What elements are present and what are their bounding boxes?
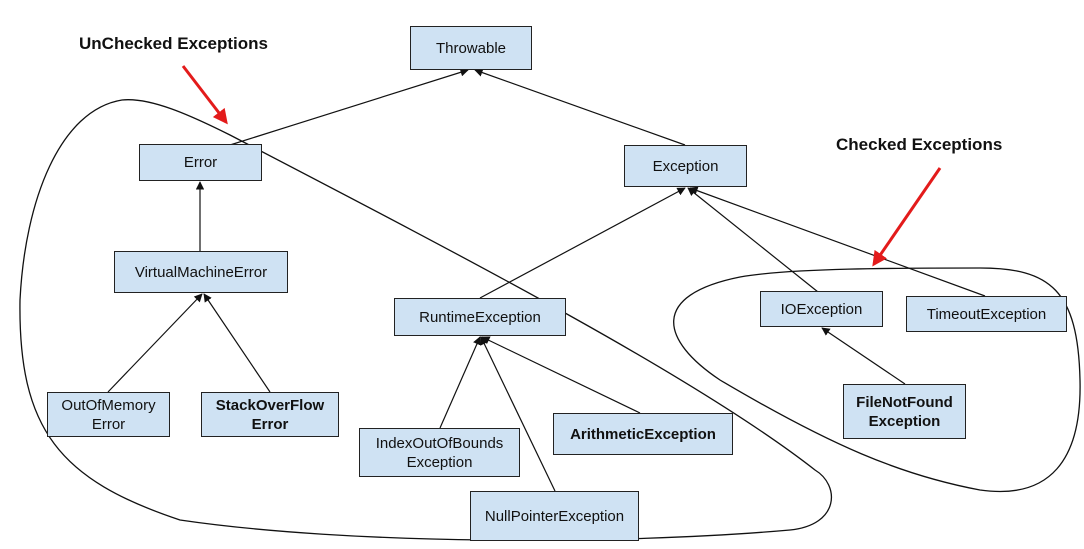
checked-pointer-arrow: [872, 167, 942, 267]
arrow-timeout-to-exception: [689, 186, 986, 297]
arrow-io-to-exception: [687, 187, 819, 293]
null-pointer-exception-node: NullPointerException: [470, 491, 639, 541]
unchecked-exceptions-heading: UnChecked Exceptions: [79, 34, 268, 53]
arithmetic-exception-node: ArithmeticException: [553, 413, 733, 455]
out-of-memory-error-node: OutOfMemory Error: [47, 392, 170, 437]
arrow-error-to-throwable: [229, 68, 469, 146]
index-out-of-bounds-exception-node: IndexOutOfBounds Exception: [359, 428, 520, 477]
unchecked-pointer-arrow: [181, 65, 228, 125]
timeout-exception-node: TimeoutException: [906, 296, 1067, 332]
throwable-node: Throwable: [410, 26, 532, 70]
checked-exceptions-boundary: [673, 267, 1081, 493]
runtime-exception-node: RuntimeException: [394, 298, 566, 336]
checked-exceptions-heading: Checked Exceptions: [836, 135, 1003, 154]
file-not-found-exception-node: FileNotFound Exception: [843, 384, 966, 439]
stack-overflow-error-node: StackOverFlow Error: [201, 392, 339, 437]
error-node: Error: [139, 144, 262, 181]
arrow-runtime-to-exception: [479, 187, 686, 299]
exception-node: Exception: [624, 145, 747, 187]
arrow-oom-to-vmerror: [107, 293, 203, 393]
io-exception-node: IOException: [760, 291, 883, 327]
arrow-nullpointer-to-runtime: [480, 336, 556, 492]
arrow-exception-to-throwable: [474, 68, 686, 146]
arrow-stackoverflow-to-vmerror: [203, 293, 271, 393]
arrow-filenotfound-to-io: [821, 327, 906, 385]
arrow-index-to-runtime: [439, 336, 481, 429]
unchecked-exceptions-boundary: [19, 99, 832, 541]
virtual-machine-error-node: VirtualMachineError: [114, 251, 288, 293]
arrow-arithmetic-to-runtime: [481, 336, 641, 414]
